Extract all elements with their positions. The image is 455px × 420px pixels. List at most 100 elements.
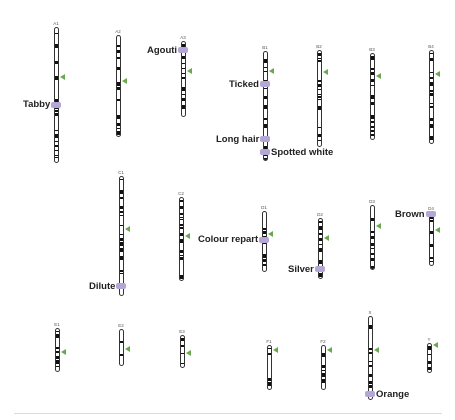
chromosome-band — [368, 365, 372, 367]
chromosome-band — [318, 226, 322, 230]
green-marker-icon — [374, 347, 379, 354]
chromosome-band — [429, 257, 433, 259]
chromosome-label-a3: A3 — [180, 35, 186, 40]
chromosome-band — [427, 361, 431, 364]
chromosome-band — [429, 244, 433, 247]
chromosome-d2 — [317, 218, 323, 279]
chromosome-band — [263, 88, 267, 89]
gene-locus-marker — [259, 236, 269, 243]
chromosome-band — [368, 381, 372, 384]
chromosome-band — [370, 248, 374, 249]
chromosome-b2 — [316, 50, 322, 147]
chromosome-band — [263, 124, 267, 128]
chromosome-band — [55, 356, 59, 359]
chromosome-band — [429, 136, 433, 140]
chromosome-band — [317, 60, 321, 62]
chromosome-band — [55, 366, 59, 367]
green-marker-icon — [125, 346, 130, 353]
chromosome-band — [54, 99, 58, 103]
chromosome-band — [55, 351, 59, 353]
chromosome-band — [262, 228, 266, 230]
chromosome-band — [180, 353, 184, 354]
chromosome-band — [181, 68, 185, 69]
chromosome-d4 — [428, 212, 434, 266]
chromosome-band — [54, 113, 58, 116]
chromosome-label-a2: A2 — [115, 29, 121, 34]
chromosome-band — [370, 95, 374, 99]
chromosome-band — [318, 233, 322, 235]
chromosome-band — [429, 103, 433, 104]
trait-label-spotted-white: Spotted white — [271, 146, 334, 158]
chromosome-band — [370, 126, 374, 128]
chromosome-label-b4: B4 — [428, 44, 434, 49]
chromosome-band — [180, 363, 184, 364]
chromosome-band — [317, 134, 321, 137]
green-marker-icon — [125, 225, 130, 232]
trait-label-long-hair: Long hair — [216, 133, 260, 145]
chromosome-band — [116, 87, 120, 90]
chromosome-label-f2: F2 — [320, 339, 326, 344]
green-marker-icon — [376, 73, 381, 80]
chromosome-band — [179, 233, 183, 236]
green-marker-icon — [187, 68, 192, 75]
green-marker-icon — [122, 77, 127, 84]
chromosome-band — [116, 57, 120, 59]
chromosome-band — [370, 79, 374, 82]
chromosome-band — [119, 190, 123, 194]
green-marker-icon — [327, 347, 332, 354]
chromosome-band — [370, 243, 374, 246]
chromosome-b1 — [262, 51, 268, 161]
chromosome-label-d2: D2 — [317, 212, 323, 217]
chromosome-band — [318, 273, 322, 277]
chromosome-band — [429, 93, 433, 96]
chromosome-band — [119, 341, 123, 343]
chromosome-band — [263, 96, 267, 99]
chromosome-band — [317, 89, 321, 90]
chromosome-c1 — [118, 176, 124, 296]
chromosome-band — [262, 254, 266, 258]
chromosome-band — [116, 82, 120, 86]
green-marker-icon — [186, 350, 191, 357]
chromosome-band — [181, 98, 185, 101]
chromosome-band — [368, 352, 372, 354]
chromosome-band — [54, 150, 58, 151]
chromosome-band — [427, 367, 431, 370]
chromosome-band — [119, 238, 123, 241]
chromosome-label-d1: D1 — [261, 205, 267, 210]
chromosome-band — [317, 80, 321, 82]
chromosome-band — [318, 238, 322, 241]
chromosome-band — [370, 72, 374, 75]
green-marker-icon — [323, 69, 328, 76]
chromosome-band — [368, 361, 372, 362]
chromosome-band — [370, 121, 374, 123]
chromosome-band — [318, 244, 322, 245]
chromosome-band — [263, 158, 267, 160]
chromosome-band — [317, 96, 321, 98]
chromosome-label-c2: C2 — [178, 191, 184, 196]
chromosome-band — [317, 94, 321, 95]
chromosome-band — [318, 221, 322, 223]
chromosome-band — [263, 105, 267, 109]
gene-locus-marker — [426, 211, 436, 218]
chromosome-band — [267, 348, 271, 349]
chromosome-band — [321, 370, 325, 371]
chromosome-band — [116, 123, 120, 126]
chromosome-band — [317, 127, 321, 128]
chromosome-band — [321, 353, 325, 357]
chromosome-d3 — [369, 205, 375, 270]
chromosome-band — [368, 374, 372, 377]
chromosome-band — [321, 373, 325, 377]
chromosome-band — [262, 231, 266, 234]
chromosome-band — [427, 346, 431, 350]
chromosome-band — [368, 348, 372, 350]
green-marker-icon — [435, 226, 440, 233]
chromosome-band — [429, 72, 433, 73]
chromosome-b4 — [428, 50, 434, 144]
chromosome-band — [179, 224, 183, 226]
chromosome-band — [427, 354, 431, 355]
chromosome-band — [263, 118, 267, 120]
trait-label-ticked: Ticked — [229, 78, 259, 90]
chromosome-y — [426, 343, 432, 373]
chromosome-band — [179, 257, 183, 260]
chromosome-b3 — [369, 53, 375, 140]
